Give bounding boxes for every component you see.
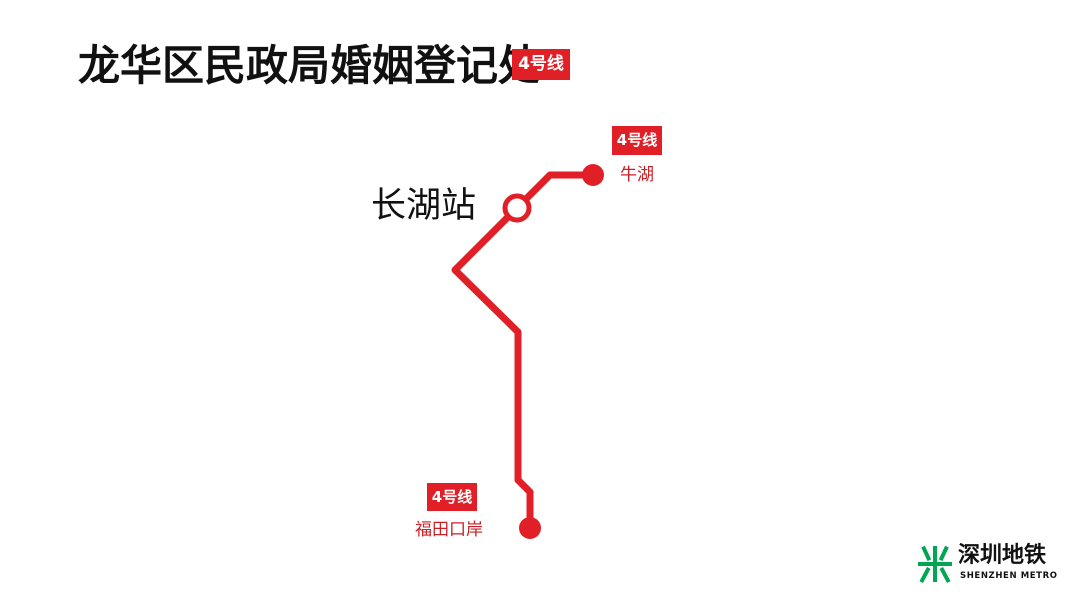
futian-port-station-dot (519, 517, 541, 539)
logo-sub-text: SHENZHEN METRO (960, 571, 1058, 581)
niuhu-station-dot (582, 164, 604, 186)
changhu-station-marker (502, 193, 532, 223)
futian-port-line-badge: 4号线 (427, 483, 477, 511)
logo-main-text: 深圳地铁 (958, 543, 1047, 568)
title-line-badge: 4号线 (512, 49, 570, 80)
niuhu-station-label: 牛湖 (620, 165, 654, 185)
niuhu-line-badge: 4号线 (612, 126, 662, 155)
futian-port-station-label: 福田口岸 (415, 520, 483, 540)
page-title: 龙华区民政局婚姻登记处 (78, 41, 541, 90)
shenzhen-metro-logo: 深圳地铁 SHENZHEN METRO (916, 542, 1066, 586)
current-station-label: 长湖站 (371, 186, 477, 226)
line-4-route-path (451, 171, 597, 532)
metro-logo-icon (918, 545, 952, 584)
